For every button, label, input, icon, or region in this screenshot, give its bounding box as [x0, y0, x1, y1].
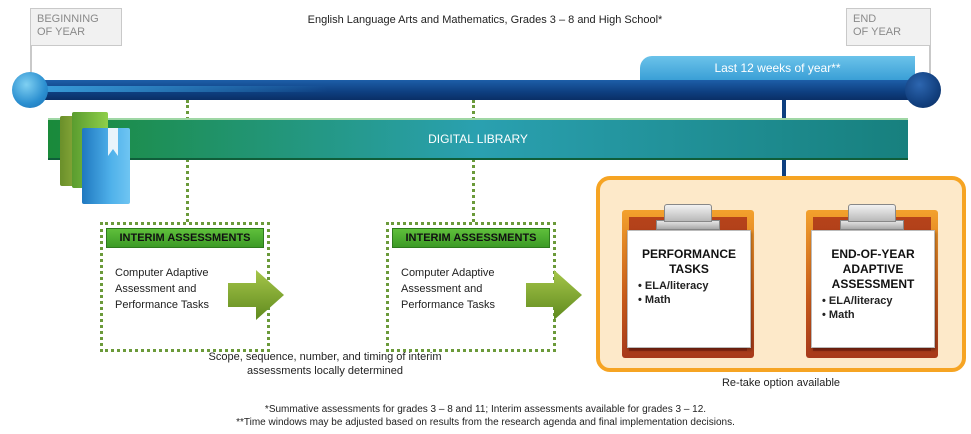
timeline-highlight	[28, 86, 328, 92]
interim-body: Computer Adaptive Assessment and Perform…	[401, 267, 495, 311]
right-arrow-icon	[526, 270, 582, 320]
flag-line: OF YEAR	[37, 26, 86, 38]
end-flag-pole	[929, 44, 931, 76]
card-title: PERFORMANCE TASKS	[641, 247, 736, 276]
connector-interim-2	[472, 100, 475, 222]
timeline-start-dot	[12, 72, 48, 108]
performance-tasks-card: PERFORMANCE TASKS • ELA/literacy • Math	[627, 230, 751, 348]
timeline-end-dot	[905, 72, 941, 108]
books-icon	[58, 112, 138, 204]
start-flag-pole	[30, 44, 32, 76]
clipboard-clip-icon	[664, 204, 712, 222]
card-item: • ELA/literacy	[638, 280, 709, 292]
right-arrow-icon	[228, 270, 284, 320]
interim-assessment-box-1: INTERIM ASSESSMENTS Computer Adaptive As…	[100, 222, 270, 352]
footnote-summative: *Summative assessments for grades 3 – 8 …	[264, 404, 707, 415]
end-of-year-flag: END OF YEAR	[846, 8, 931, 46]
flag-line: OF YEAR	[853, 26, 902, 38]
flag-line: BEGINNING	[37, 13, 99, 25]
interim-header: INTERIM ASSESSMENTS	[106, 228, 264, 248]
footnote-time-windows: **Time windows may be adjusted based on …	[236, 417, 735, 428]
interim-body: Computer Adaptive Assessment and Perform…	[115, 267, 209, 311]
card-item: • Math	[822, 309, 855, 321]
card-title: END-OF-YEAR ADAPTIVE ASSESSMENT	[831, 247, 915, 291]
interim-timing-note: Scope, sequence, number, and timing of i…	[208, 351, 442, 377]
card-item: • Math	[638, 294, 671, 306]
card-item: • ELA/literacy	[822, 295, 893, 307]
diagram-title: English Language Arts and Mathematics, G…	[307, 14, 663, 26]
beginning-of-year-flag: BEGINNING OF YEAR	[30, 8, 122, 46]
digital-library-band: DIGITAL LIBRARY	[48, 118, 908, 160]
last-12-weeks-label: Last 12 weeks of year**	[640, 56, 915, 80]
timeline-bar	[28, 80, 923, 100]
flag-line: END	[853, 13, 877, 25]
clipboard-clip-icon	[848, 204, 896, 222]
retake-note: Re-take option available	[721, 377, 841, 389]
end-of-year-card: END-OF-YEAR ADAPTIVE ASSESSMENT • ELA/li…	[811, 230, 935, 348]
connector-interim-1	[186, 100, 189, 222]
interim-header: INTERIM ASSESSMENTS	[392, 228, 550, 248]
